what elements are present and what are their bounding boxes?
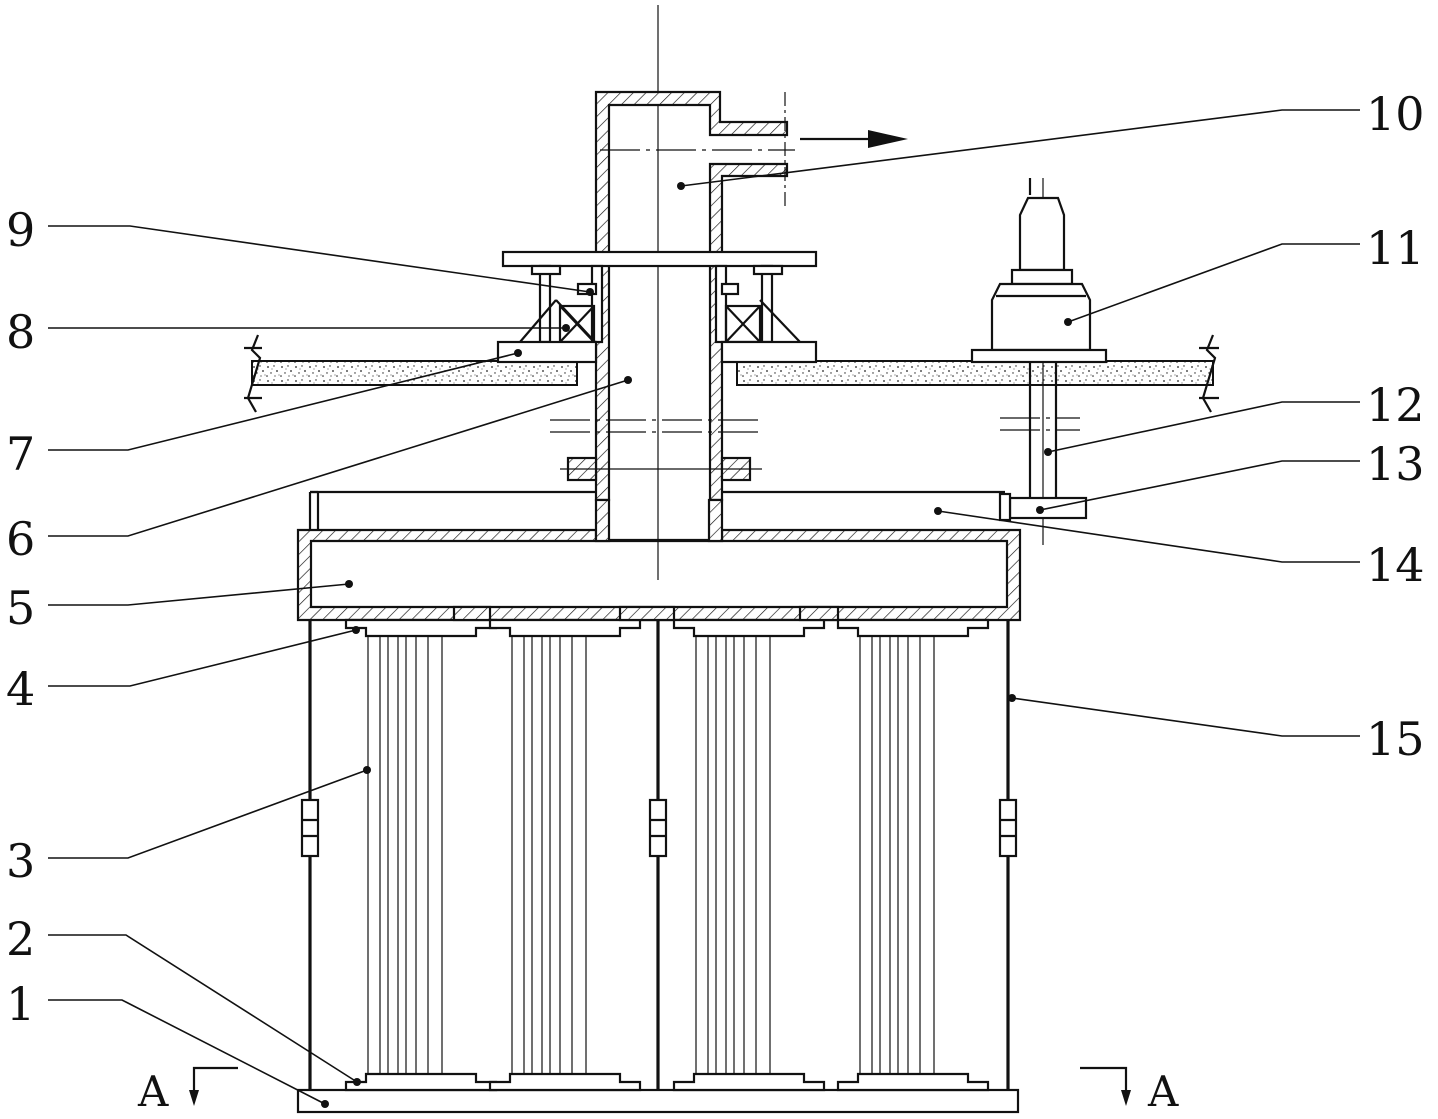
- section-mark-left: A: [137, 1066, 238, 1116]
- lower-end-cap: [344, 1072, 498, 1092]
- header-divider: [798, 605, 840, 622]
- section-mark-right: A: [1080, 1066, 1179, 1116]
- lower-end-cap: [836, 1072, 990, 1092]
- callout-11: 11: [1366, 221, 1425, 275]
- upper-end-cap: [836, 618, 990, 638]
- collection-header: [296, 498, 1022, 622]
- membrane-module: [836, 618, 990, 1092]
- callout-1: 1: [6, 977, 35, 1031]
- section-label-left: A: [137, 1067, 169, 1116]
- callout-10: 10: [1366, 87, 1425, 141]
- upper-end-cap: [672, 618, 826, 638]
- membrane-module: [672, 618, 826, 1092]
- lower-end-cap: [672, 1072, 826, 1092]
- membrane-assemblies: [296, 620, 1020, 1114]
- section-label-right: A: [1147, 1067, 1179, 1116]
- drive-motor: [970, 178, 1108, 545]
- callout-9: 9: [6, 203, 35, 257]
- rotary-joint: [550, 419, 762, 482]
- callout-8: 8: [6, 305, 35, 359]
- header-divider: [618, 605, 676, 622]
- callout-12: 12: [1366, 378, 1425, 432]
- callout-7: 7: [6, 427, 35, 481]
- membrane-module: [344, 618, 498, 1092]
- floor-slab: [244, 334, 1219, 413]
- upper-end-cap: [344, 618, 498, 638]
- callout-13: 13: [1366, 437, 1425, 491]
- membrane-module: [488, 618, 642, 1092]
- callout-5: 5: [6, 581, 35, 635]
- leader-lines: [48, 109, 1360, 1108]
- lower-end-cap: [488, 1072, 642, 1092]
- ring-channel: [308, 490, 1005, 530]
- upper-end-cap: [488, 618, 642, 638]
- callout-15: 15: [1366, 712, 1425, 766]
- callout-4: 4: [6, 662, 35, 716]
- callout-6: 6: [6, 512, 35, 566]
- callout-3: 3: [6, 834, 35, 888]
- callout-2: 2: [6, 912, 35, 966]
- callout-14: 14: [1366, 538, 1425, 592]
- header-divider: [452, 605, 492, 622]
- outlet-pipe: [594, 90, 908, 502]
- support-frame: [496, 250, 818, 364]
